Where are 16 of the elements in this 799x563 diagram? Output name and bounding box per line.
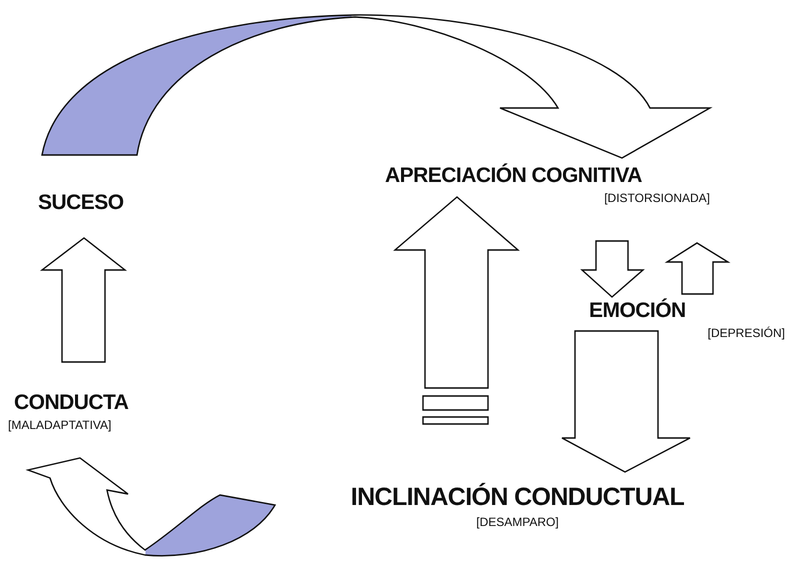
block-arrow (40, 237, 128, 363)
concept-heading: SUCESO (38, 190, 125, 216)
concept-heading: APRECIACIÓN COGNITIVA (385, 163, 643, 188)
concept-heading: CONDUCTA (13, 390, 130, 416)
concept-qualifier: [DEPRESIÓN] (706, 326, 785, 342)
block-arrow (664, 242, 730, 295)
concept-heading: INCLINACIÓN CONDUCTUAL (350, 482, 686, 512)
block-arrow (393, 196, 520, 425)
block-arrow (561, 330, 691, 473)
concept-qualifier: [MALADAPTATIVA] (8, 418, 112, 434)
block-arrow (27, 457, 276, 556)
concept-qualifier: [DISTORSIONADA] (603, 191, 710, 207)
block-arrow (41, 14, 711, 159)
concept-qualifier: [DESAMPARO] (475, 515, 560, 531)
concept-heading: EMOCIÓN (588, 298, 687, 324)
block-arrow (580, 240, 645, 298)
